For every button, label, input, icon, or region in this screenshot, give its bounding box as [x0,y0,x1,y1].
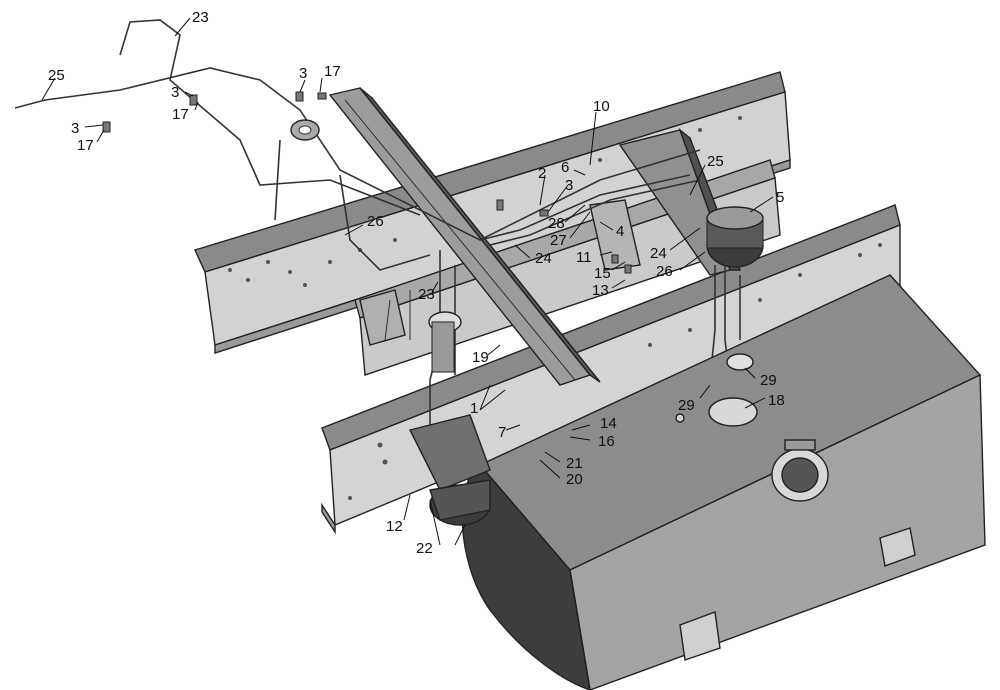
callout-10: 10 [593,98,610,115]
callout-27: 27 [550,232,567,249]
rail-holes [228,116,882,500]
callout-2: 2 [538,165,546,182]
fuel-tank [461,274,986,690]
callout-6: 6 [561,159,569,176]
callout-29-b: 29 [760,372,777,389]
callout-25-right: 25 [707,153,724,170]
callout-3-d: 3 [565,177,573,194]
callout-1: 1 [470,400,478,417]
leader-lines [41,17,774,546]
callout-5: 5 [776,189,784,206]
callout-7: 7 [498,424,506,441]
callout-20: 20 [566,471,583,488]
left-hanger [359,289,411,346]
callout-29-a: 29 [678,397,695,414]
callout-23-top: 23 [192,9,209,26]
callout-14: 14 [600,415,617,432]
fuel-filter [706,206,764,268]
tank-bracket-cup [408,414,491,526]
callout-24-right: 24 [650,245,667,262]
callout-17-a: 17 [324,63,341,80]
callout-22: 22 [416,540,433,557]
callout-17-c: 17 [77,137,94,154]
callout-24-mid: 24 [535,250,552,267]
callout-18: 18 [768,392,785,409]
callout-28: 28 [548,215,565,232]
callout-25-left: 25 [48,67,65,84]
callout-4: 4 [616,223,624,240]
callout-3-a: 3 [299,65,307,82]
callout-11: 11 [576,249,592,266]
callout-16: 16 [598,433,615,450]
crossmember-rear-face [359,177,781,376]
callout-3-c: 3 [71,120,79,137]
callout-21: 21 [566,455,583,472]
callout-26-right: 26 [656,263,673,280]
callout-26-left: 26 [367,213,384,230]
mount-plate [589,199,641,271]
callout-3-b: 3 [171,84,179,101]
callout-13: 13 [592,282,609,299]
diagonal-bracket [328,87,601,386]
callout-15: 15 [594,265,611,282]
clips [102,91,632,274]
callout-17-b: 17 [172,106,189,123]
callout-12: 12 [386,518,403,535]
callout-labels: 23 25 3 17 3 17 3 17 10 2 6 3 25 5 26 28… [48,9,785,557]
callout-19: 19 [472,349,489,366]
callout-23-mid: 23 [418,286,435,303]
